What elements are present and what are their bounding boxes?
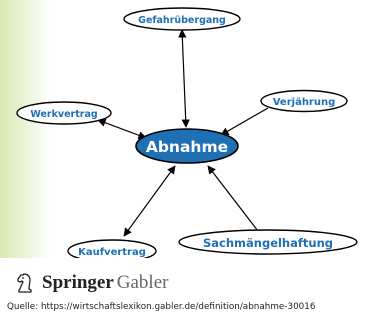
node-label-verjaehrung: Verjährung: [273, 97, 336, 108]
node-kaufvertrag: Kaufvertrag: [67, 239, 157, 258]
chess-knight-icon: [17, 273, 32, 293]
node-sachmaengelhaftung: Sachmängelhaftung: [178, 229, 358, 255]
node-label-gefahruebergang: Gefahrübergang: [138, 15, 226, 26]
source-citation: Quelle: https://wirtschaftslexikon.gable…: [7, 302, 316, 312]
springer-gabler-logo: Springer Gabler: [14, 270, 168, 296]
node-gefahruebergang: Gefahrübergang: [123, 7, 241, 31]
edge-sachmaengelhaftung: [207, 165, 259, 232]
node-label-werkvertrag: Werkvertrag: [30, 109, 97, 120]
edge-verjaehrung: [220, 107, 269, 136]
node-label-abnahme: Abnahme: [146, 138, 228, 156]
node-abnahme: Abnahme: [135, 128, 239, 164]
node-label-sachmaengelhaftung: Sachmängelhaftung: [203, 236, 333, 250]
edge-werkvertrag: [97, 118, 147, 140]
edge-kaufvertrag: [123, 165, 176, 237]
node-werkvertrag: Werkvertrag: [16, 101, 112, 125]
node-verjaehrung: Verjährung: [260, 89, 348, 113]
node-label-kaufvertrag: Kaufvertrag: [78, 247, 146, 258]
edge-gefahruebergang: [178, 29, 190, 128]
brand-name: Springer: [42, 272, 114, 293]
brand-sub: Gabler: [116, 272, 169, 293]
concept-diagram: Gefahrübergang Verjährung Werkvertrag Ab…: [16, 7, 358, 258]
